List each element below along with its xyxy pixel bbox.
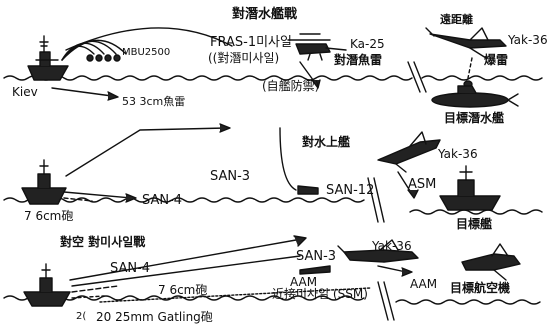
yak36-top	[425, 27, 507, 59]
own-ship-bottom	[23, 263, 71, 307]
bomb-label: 爆雷	[484, 53, 509, 67]
kiev-ship	[27, 35, 69, 81]
mbu-label: MBU2500	[122, 47, 171, 58]
sea-wave-mid	[3, 197, 365, 203]
ka25-label: Ka-25	[350, 37, 385, 51]
anti-submarine-title: 對潛水艦戰	[232, 7, 298, 22]
san4-aa-label: SAN-4	[110, 261, 151, 276]
san12-label: SAN-12	[326, 183, 375, 198]
fras-sub-label: ((對潛미사일)	[208, 51, 280, 65]
gatling-label: 20 25mm Gatling砲	[96, 310, 213, 324]
aam-left-label: AAM	[290, 275, 318, 289]
sea-wave-mid-right	[409, 209, 543, 215]
ssm-label: 近接미사일 (SSM)	[272, 287, 368, 301]
target-aircraft	[461, 243, 521, 281]
san3-aa-label: SAN-3	[296, 249, 337, 264]
ssm-trajectory	[99, 287, 371, 303]
gun-fire-bottom	[71, 285, 119, 293]
mbu-arc-4	[61, 39, 127, 61]
san3-trajectory	[65, 127, 227, 177]
torpedo-top-label: 對潛魚雷	[334, 53, 383, 67]
target-ship-label: 目標艦	[456, 217, 493, 231]
yak36-bottom-label: Yak-36	[372, 239, 412, 253]
san3-label: SAN-3	[210, 169, 251, 184]
yak36-top-label: Yak-36	[508, 33, 547, 47]
sea-wave-top-right	[421, 75, 543, 81]
long-range-label: 遠距離	[440, 13, 473, 26]
yak36-mid	[377, 131, 441, 173]
target-sub-label: 目標潛水艦	[444, 111, 505, 125]
torpedo-label: 53 3cm魚雷	[122, 95, 186, 108]
ka25-helicopter	[287, 33, 347, 61]
kiev-label: Kiev	[12, 85, 38, 99]
gatling-prefix: 2(	[76, 311, 87, 322]
yak36-bottom	[337, 239, 419, 263]
asm-label: ASM	[408, 177, 437, 192]
target-submarine	[431, 85, 519, 108]
sea-divider-top	[407, 61, 427, 93]
anti-surface-title: 對水上艦	[302, 135, 351, 149]
san12-missile	[297, 185, 319, 195]
sea-divider-mid	[367, 177, 385, 223]
own-ship-mid	[21, 159, 67, 205]
sea-wave-bottom-right	[395, 299, 541, 305]
target-ship	[439, 165, 501, 211]
gun-shell-mid	[63, 197, 93, 202]
gatling-fire	[71, 295, 105, 299]
san3-aa-trajectory	[71, 255, 301, 287]
san4-trajectory	[63, 191, 133, 199]
san12-trajectory	[279, 127, 297, 191]
target-aircraft-label: 目標航空機	[450, 281, 511, 295]
san4-label: SAN-4	[142, 193, 183, 208]
fras-label: FRAS-1미사일	[210, 35, 292, 50]
gun-bottom-label: 7 6cm砲	[158, 283, 208, 297]
anti-air-title: 對空 對미사일戰	[60, 235, 146, 249]
sea-wave-top	[3, 75, 413, 81]
self-defense-label: (自艦防禦)	[262, 79, 320, 93]
aam-left-missile	[299, 265, 331, 275]
san4-aa-trajectory	[69, 239, 297, 281]
depth-bomb	[467, 57, 473, 79]
sea-divider-bottom	[377, 281, 395, 321]
gun-mid-label: 7 6cm砲	[24, 209, 74, 223]
torpedo-track	[51, 87, 113, 97]
mbu-charges	[86, 54, 121, 62]
aam-trajectory	[377, 265, 407, 273]
yak36-mid-label: Yak-36	[438, 147, 478, 161]
aam-right-label: AAM	[410, 277, 438, 291]
